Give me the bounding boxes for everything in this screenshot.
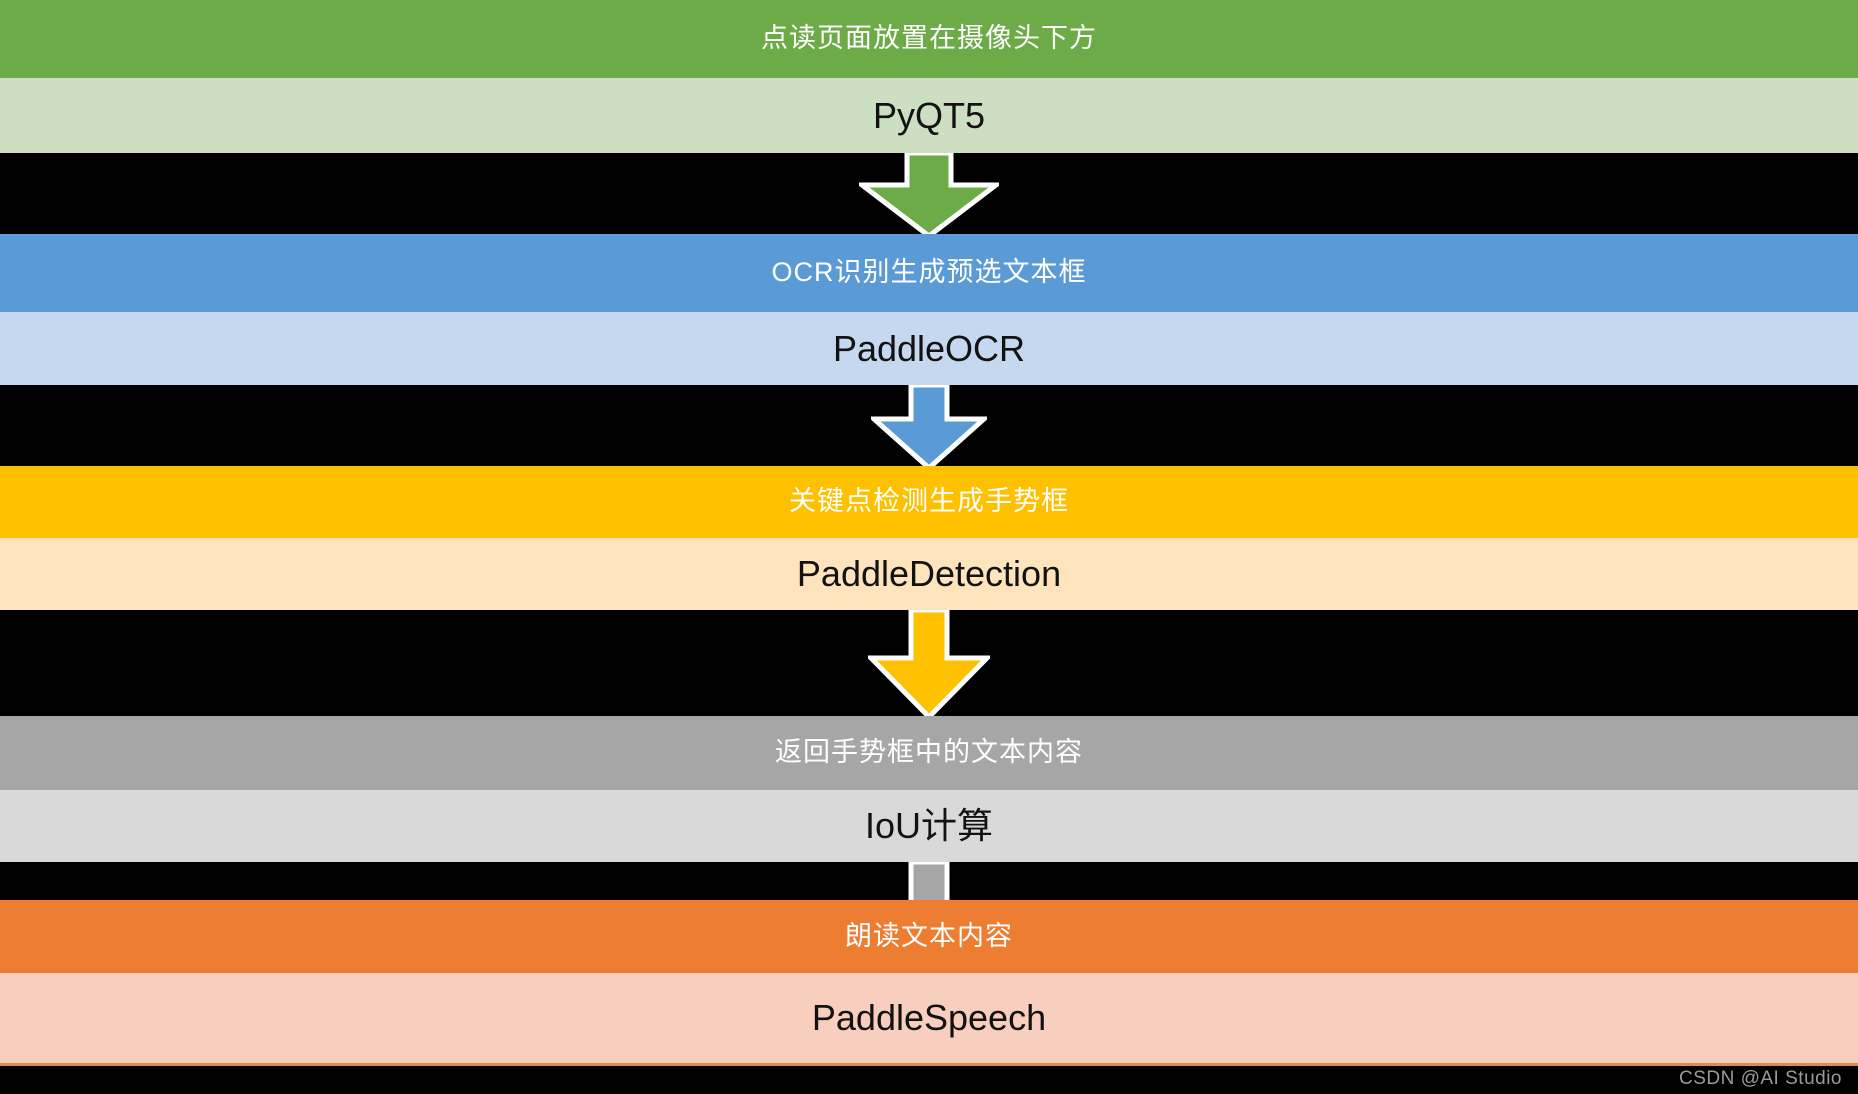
stage-speech-header: 朗读文本内容 [0, 900, 1858, 973]
stage-ocr-header: OCR识别生成预选文本框 [0, 234, 1858, 312]
stage-speech-subtitle: PaddleSpeech [811, 997, 1047, 1039]
watermark-label: CSDN @AI Studio [1678, 1068, 1842, 1089]
stage-keypoint-header: 关键点检测生成手势框 [0, 466, 1858, 538]
arrow-down-icon-1 [859, 153, 999, 238]
stage-speech-title: 朗读文本内容 [845, 920, 1013, 951]
stage-iou-title: 返回手势框中的文本内容 [775, 737, 1083, 768]
stage-capture-subtitle: PyQT5 [872, 94, 986, 136]
stage-speech-body: PaddleSpeech [0, 973, 1858, 1063]
stage-iou-header: 返回手势框中的文本内容 [0, 716, 1858, 790]
bottom-divider [0, 1063, 1858, 1066]
stage-ocr-body: PaddleOCR [0, 312, 1858, 385]
stage-capture-body: PyQT5 [0, 78, 1858, 153]
arrow-down-icon-3 [868, 610, 990, 720]
stage-keypoint-body: PaddleDetection [0, 538, 1858, 610]
stage-capture-header: 点读页面放置在摄像头下方 [0, 0, 1858, 78]
stage-ocr-title: OCR识别生成预选文本框 [771, 257, 1087, 288]
stage-iou-subtitle: IoU计算 [864, 805, 994, 847]
stage-keypoint-title: 关键点检测生成手势框 [789, 486, 1069, 517]
stage-keypoint-subtitle: PaddleDetection [796, 553, 1062, 595]
stage-capture-title: 点读页面放置在摄像头下方 [761, 23, 1097, 54]
stage-ocr-subtitle: PaddleOCR [832, 327, 1026, 369]
arrow-down-icon-2 [871, 385, 987, 470]
stage-iou-body: IoU计算 [0, 790, 1858, 862]
